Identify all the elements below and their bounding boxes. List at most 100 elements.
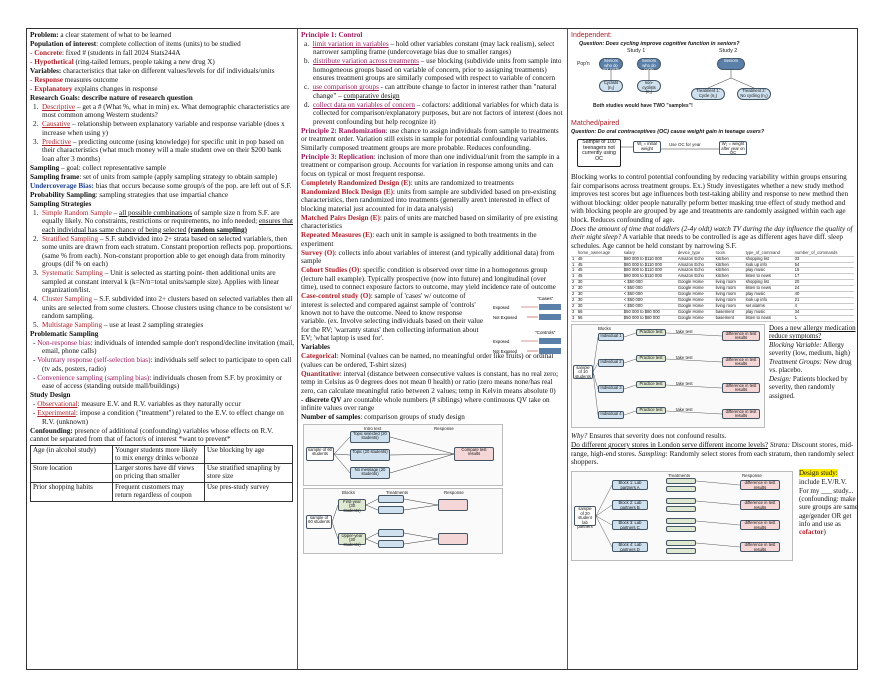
crd-diagram: sample of 60 students Intro text Respons… — [303, 423, 503, 486]
blocking-arrows — [592, 332, 723, 416]
confounding-cell: Store location — [30, 463, 113, 484]
blk-a4 — [592, 372, 599, 416]
rbd-arrow-1 — [331, 504, 339, 522]
table-cell: Amazon Echo — [676, 268, 715, 275]
categorical-line: Categorical: Nominal (values can be name… — [301, 352, 554, 369]
mb-block-4: Block 4: Lab partners D — [612, 542, 648, 553]
cohort-line: Cohort Studies (O): specific condition i… — [301, 266, 556, 292]
cases-box-1 — [539, 304, 561, 311]
table-cell: 2 — [571, 291, 577, 299]
mb-t2b — [666, 506, 696, 513]
column-principles: Principle 1: Control a. limit variation … — [298, 29, 568, 669]
blk-take-3: take test — [676, 381, 693, 387]
blk-head: Blocks — [598, 326, 611, 332]
table-cell: 1 — [571, 268, 577, 275]
blk-ind3: Individual 3 — [598, 385, 624, 394]
table-cell: basement — [714, 315, 745, 323]
lab-partners-section: sample of 20 student lab partners Treatm… — [571, 469, 858, 565]
strategy-stratified: 2. Stratified Sampling – S.F. subdivided… — [33, 234, 293, 269]
table-cell: 54 — [793, 262, 854, 269]
table-cell: 30 — [576, 285, 623, 293]
table-cell: 2 — [571, 279, 577, 287]
s1-pop-a: Seniors who do not cycle — [599, 58, 623, 72]
mb-block-3: Block 3: Lab partners C — [612, 520, 648, 531]
blk-a5 — [623, 332, 637, 338]
column-sampling: Problem: a clear statement of what to be… — [27, 29, 298, 669]
strategies-heading: Sampling Strategies — [30, 199, 92, 208]
table-cell: living room — [714, 291, 745, 299]
control-d: d. collect data on variables of concern … — [304, 100, 563, 126]
mb-r4: difference in test results — [740, 542, 780, 553]
confounding-cell: Use pres-study survey — [204, 482, 293, 502]
table-cell: < $50 000 — [622, 297, 677, 305]
blk-sample: sample of 10 students — [573, 365, 593, 380]
undercoverage-line: Undercoverage Bias: bias that occurs bec… — [30, 181, 292, 190]
probability-sampling-line: Probability Sampling: sampling strategie… — [30, 190, 229, 199]
table-cell: 45 — [576, 256, 623, 263]
oc-useoc: Use OC for year — [669, 142, 701, 148]
study-2-label: Study 2 — [719, 48, 738, 55]
study-notes-sheet: Problem: a clear statement of what to be… — [26, 28, 858, 670]
controls-box-2 — [539, 348, 561, 355]
variables-line: Variables: characteristics that take on … — [30, 66, 275, 75]
rbd-diagram: Blocks Treatments Response sample of 60 … — [303, 487, 503, 554]
cases-box-2 — [539, 314, 561, 321]
rbd-sample-box: sample of 60 students — [306, 514, 332, 529]
mb-r2: difference in test results — [740, 500, 780, 511]
table-cell: < $50 000 — [622, 279, 677, 287]
column-header: type_of_command — [744, 250, 794, 257]
confounding-cell: Use blocking by age — [204, 444, 293, 465]
table-cell: 17 — [793, 273, 854, 281]
table-cell: 3 — [571, 315, 577, 323]
survey-line: Survey (O): collects info about variable… — [301, 248, 555, 266]
mb-a7 — [695, 521, 741, 526]
table-cell: 24 — [793, 285, 854, 293]
research-goals-heading: Research Goals: describe nature of resea… — [30, 93, 193, 102]
table-cell: $50 000 to $80 000 — [622, 309, 677, 317]
independent-arrows — [610, 70, 755, 89]
confounding-cell: Frequent customers may return regardless… — [112, 482, 205, 502]
mb-t3b — [666, 526, 696, 533]
hypothetical-line: - Hypothetical (ring-tailed lemurs, peop… — [30, 57, 215, 66]
rbd-head-blocks: Blocks — [342, 489, 355, 495]
blk-diff-2: difference in test results — [722, 357, 760, 368]
crd-arrow-1 — [333, 436, 351, 454]
table-cell: 30 — [576, 291, 623, 299]
confounding-cell: Prior shopping habits — [30, 482, 113, 502]
rbd-t1 — [378, 494, 404, 503]
sampling-frame-line: Sampling frame: set of units from sample… — [30, 172, 278, 181]
table-cell: 56 — [576, 315, 623, 323]
goal-descriptive: 1. Descriptive – get a # (What %, what i… — [33, 102, 290, 120]
controls-label: "Controls" — [535, 330, 556, 335]
strategy-cluster: 4. Cluster Sampling – S.F. subdivided in… — [33, 295, 293, 320]
case-control-block: Case-control study (O): sample of 'cases… — [301, 292, 564, 355]
crd-treatment-1: Topic selected (20 students) — [350, 430, 390, 443]
mb-t3a — [666, 518, 696, 525]
case-control-diagram: "Cases" Exposed Not Exposed "Controls" E… — [493, 296, 561, 355]
rbd-t3 — [378, 528, 404, 537]
case-control-line: Case-control study (O): sample of 'cases… — [301, 292, 484, 343]
principle-2: Principle 2: Randomization: use chance t… — [301, 126, 559, 152]
blk-a7 — [623, 384, 637, 390]
strategy-systematic: 3. Systematic Sampling – Unit is selecte… — [33, 269, 280, 295]
matched-heading: Matched/paired — [571, 120, 620, 128]
table-cell: $80 000 to $110 000 — [622, 273, 677, 281]
column-header — [571, 250, 577, 257]
table-cell: shopping list — [744, 256, 794, 263]
mb-a8 — [695, 543, 741, 548]
table-cell: 40 — [793, 291, 854, 299]
design-study-note: Design study: include E.V/R.V. For my __… — [799, 469, 858, 537]
table-cell: $50 000 to $80 000 — [622, 315, 677, 323]
table-cell: 34 — [793, 309, 854, 317]
blk-take-1: take test — [676, 329, 693, 335]
pop-label: Pop'n — [577, 61, 590, 68]
table-cell: set alarms — [744, 303, 794, 311]
confounding-row: Age (in alcohol study)Younger students m… — [30, 444, 293, 465]
